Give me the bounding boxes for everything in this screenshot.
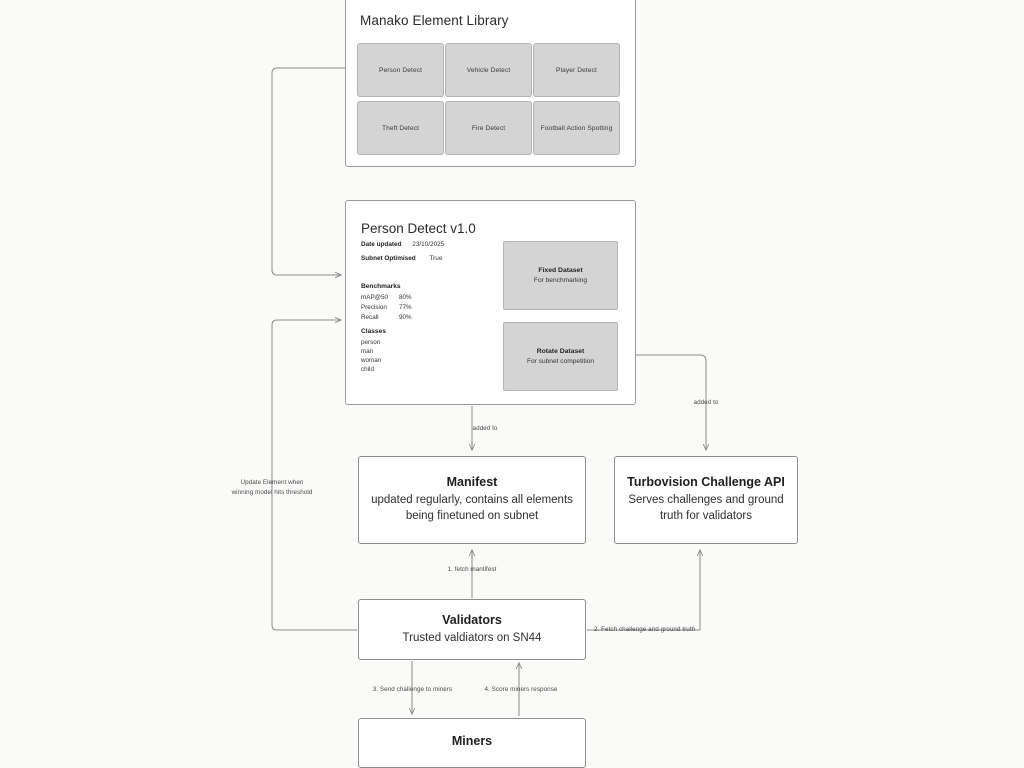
meta-key: Date updated (361, 241, 402, 248)
dataset-title: Rotate Dataset (536, 348, 585, 355)
tile-fire-detect[interactable]: Fire Detect (445, 101, 532, 155)
manifest-line1: updated regularly, contains all elements (371, 494, 573, 507)
class-item: person (361, 339, 381, 346)
metric-name: mAP@50 (361, 294, 389, 301)
meta-value: 23/10/2025 (412, 241, 445, 248)
manifest-box[interactable]: Manifest updated regularly, contains all… (358, 456, 586, 544)
metric-name: Precision (361, 304, 387, 311)
benchmarks-heading: Benchmarks (361, 283, 401, 290)
classes-heading: Classes (361, 328, 386, 335)
edge-label-added-to-turbovision: added to (693, 399, 719, 406)
rotate-dataset-box[interactable]: Rotate Dataset For subnet competition (503, 322, 618, 391)
tile-label: Vehicle Detect (466, 66, 511, 74)
meta-value: True (429, 255, 443, 262)
tile-player-detect[interactable]: Player Detect (533, 43, 620, 97)
tile-football-action-spotting[interactable]: Football Action Spotting (533, 101, 620, 155)
tile-person-detect[interactable]: Person Detect (357, 43, 444, 97)
edge-label-fetch-challenge: 2. Fetch challenge and ground truth (594, 626, 696, 633)
meta-key: Subnet Optimised (361, 255, 416, 262)
fixed-dataset-box[interactable]: Fixed Dataset For benchmarking (503, 241, 618, 310)
dataset-subtitle: For benchmarking (533, 277, 588, 284)
metric-value: 80% (399, 294, 412, 301)
dataset-title: Fixed Dataset (538, 267, 583, 274)
edge-label-fetch-manifest: 1. fetch mantifest (447, 566, 497, 573)
manifest-line2: being finetuned on subnet (405, 510, 539, 522)
tile-label: Player Detect (556, 66, 597, 74)
person-detect-card: Person Detect v1.0 Date updated 23/10/20… (345, 200, 636, 405)
benchmark-map50: mAP@50 80% (361, 294, 412, 301)
turbovision-box[interactable]: Turbovision Challenge API Serves challen… (614, 456, 798, 544)
tile-label: Football Action Spotting (540, 124, 613, 132)
dataset-subtitle: For subnet competition (526, 358, 595, 365)
metric-value: 90% (399, 314, 412, 321)
class-item: man (361, 348, 374, 355)
turbovision-line1: Serves challenges and ground (628, 494, 784, 507)
edge-label-update-element-line1: Update Element when (240, 479, 304, 486)
miners-title: Miners (451, 734, 493, 748)
validators-box[interactable]: Validators Trusted valdiators on SN44 (358, 599, 586, 660)
edge-validators-to-turbovision (587, 550, 700, 631)
metric-name: Recall (361, 314, 379, 321)
edge-label-score-response: 4. Score miners response (484, 686, 558, 693)
validators-line1: Trusted valdiators on SN44 (402, 631, 542, 644)
edge-label-added-to-manifest: added to (472, 425, 498, 432)
turbovision-line2: truth for validators (659, 510, 753, 522)
edge-library-to-card (271, 67, 356, 275)
meta-subnet-optimised: Subnet Optimised True (361, 255, 442, 262)
miners-box[interactable]: Miners (358, 718, 586, 768)
class-item: woman (361, 357, 382, 364)
element-library-card: Manako Element Library Person Detect Veh… (345, 0, 636, 167)
person-detect-title: Person Detect v1.0 (361, 221, 476, 236)
benchmark-precision: Precision 77% (361, 304, 412, 311)
validators-title: Validators (442, 612, 502, 627)
edge-label-send-challenge: 3. Send challenge to miners (372, 686, 453, 693)
metric-value: 77% (399, 304, 412, 311)
edge-label-update-element-line2: winning model hits threshold (231, 489, 313, 496)
tile-vehicle-detect[interactable]: Vehicle Detect (445, 43, 532, 97)
benchmark-recall: Recall 90% (361, 314, 412, 321)
turbovision-title: Turbovision Challenge API (627, 475, 785, 490)
meta-date-updated: Date updated 23/10/2025 (361, 241, 444, 248)
library-title: Manako Element Library (360, 13, 509, 28)
tile-label: Fire Detect (471, 124, 506, 132)
tile-theft-detect[interactable]: Theft Detect (357, 101, 444, 155)
tile-label: Person Detect (378, 66, 423, 74)
class-item: child (361, 366, 374, 373)
tile-label: Theft Detect (381, 124, 420, 132)
manifest-title: Manifest (446, 475, 498, 490)
